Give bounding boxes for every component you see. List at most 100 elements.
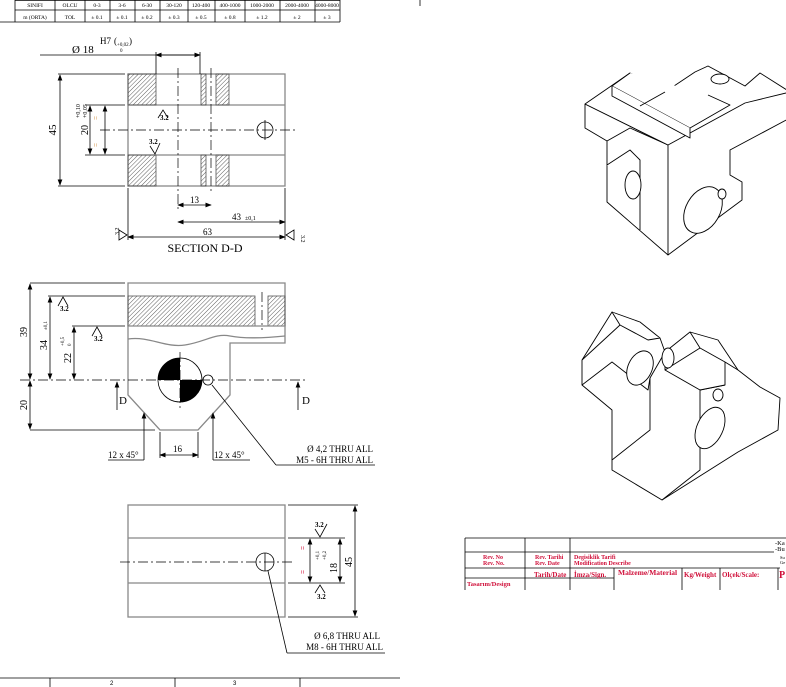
table-range: 6-30 — [142, 3, 152, 9]
zone-label: 2 — [110, 681, 114, 687]
dim-45: 45 — [344, 557, 355, 567]
fit-lower: 0 — [120, 49, 123, 54]
table-tol-label: TOL — [65, 15, 76, 21]
svg-text:(: ( — [114, 36, 117, 46]
weight-label: Kg/Weight — [684, 571, 717, 579]
section-marker-right: D — [302, 395, 310, 407]
dia-label: Ø 18 — [72, 44, 94, 56]
section-view: 45 20 +0,10 +0,05 = = Ø 18 H7 () +0,02 0… — [40, 36, 305, 255]
tol-upper: +0,10 — [76, 104, 82, 118]
section-marker-left: D — [119, 395, 127, 407]
table-range: 400-1000 — [219, 3, 240, 9]
table-value: ± 2 — [293, 15, 300, 21]
change-desc-label-en: Modification Describe — [574, 561, 631, 567]
dim-22-tol-upper: +0,5 — [61, 336, 66, 346]
table-value: ± 0.1 — [116, 15, 128, 21]
dim-20: 20 — [80, 125, 91, 135]
equal-mark: = — [299, 570, 307, 574]
dim-16: 16 — [173, 444, 183, 454]
rev-date-label: Rev. Tarihi — [535, 555, 564, 561]
table-value: ± 0.1 — [91, 15, 103, 21]
roughness-symbol: 3.2 — [314, 584, 326, 601]
dim-18: 18 — [329, 563, 340, 573]
bottom-view: 45 18 +0,1 +0,2 = = 3.2 3.2 Ø 6,8 THRU A… — [120, 504, 385, 654]
chamfer-left: 12 x 45° — [108, 450, 139, 460]
svg-text:): ) — [129, 36, 132, 46]
dim-43: 43 — [232, 212, 242, 222]
rev-no-label: Rev. No — [483, 555, 503, 561]
hole-note: Ø 6,8 THRU ALL — [314, 631, 380, 641]
dim-20: 20 — [19, 400, 30, 410]
isometric-view-top — [584, 65, 786, 256]
rev-no-label-en: Rev. No. — [483, 561, 505, 567]
dim-63: 63 — [203, 227, 213, 237]
table-range: 2000-4000 — [285, 3, 309, 9]
dim-18-tol-lower: +0,2 — [323, 550, 328, 560]
material-label: Malzeme/Material — [618, 568, 677, 577]
table-range: 120-400 — [192, 3, 211, 9]
front-view: 39 34 ±0,1 22 +0,5 0 20 3.2 3.2 D D 16 1… — [19, 282, 375, 466]
fit-upper: +0,02 — [117, 43, 129, 48]
table-value: ± 0.2 — [141, 15, 153, 21]
equal-mark: = — [92, 116, 100, 120]
dim-45: 45 — [47, 124, 59, 136]
tolerance-table: SINIFI OLCU 0-3 3-6 6-30 30-120 120-400 … — [0, 0, 421, 23]
roughness-value: 3.2 — [315, 521, 324, 529]
thread-note: M8 - 6H THRU ALL — [306, 642, 383, 652]
table-row-label: m (ORTA) — [23, 14, 47, 21]
table-range: 4000-8000 — [315, 3, 339, 9]
side-label: -Bu — [775, 546, 786, 553]
table-header-label: SINIFI — [27, 3, 43, 9]
rev-date-label-en: Rev. Date — [535, 561, 560, 567]
title-block: Rev. No Rev. No. Rev. Tarihi Rev. Date D… — [464, 537, 786, 590]
roughness-symbol: 3.2 — [57, 296, 69, 313]
tapped-hole-icon — [202, 374, 214, 386]
dim-34: 34 — [39, 340, 50, 350]
dim-22: 22 — [63, 353, 74, 363]
roughness-value: 3.2 — [317, 593, 326, 601]
zone-label: 3 — [233, 681, 237, 687]
roughness-symbol: 3.2 — [157, 109, 169, 122]
table-value: ± 3 — [323, 15, 330, 21]
corner-label: P — [779, 570, 785, 581]
dim-43-tol: ±0,1 — [245, 216, 256, 222]
dim-34-tol: ±0,1 — [44, 321, 49, 330]
chamfer-right: 12 x 45° — [214, 450, 245, 460]
roughness-value: 3.2 — [149, 138, 158, 146]
table-value: ± 0.8 — [224, 15, 236, 21]
fit-label: H7 — [100, 36, 111, 46]
sign-label: İmza/Sign. — [574, 571, 606, 579]
roughness-symbol: 3.2 — [149, 138, 161, 155]
change-desc-label: Degisiklik Tarifi — [574, 555, 616, 561]
table-value: ± 0.3 — [168, 15, 180, 21]
roughness-symbol: 3.2 — [314, 521, 328, 538]
table-range: 3-6 — [118, 3, 126, 9]
side-label: Su — [780, 555, 786, 560]
table-range: 30-120 — [166, 3, 182, 9]
date-label: Tarih/Date — [534, 571, 566, 579]
table-value: ± 1.2 — [256, 15, 268, 21]
tol-lower: +0,05 — [83, 104, 89, 118]
roughness-value: 3.2 — [94, 335, 103, 343]
table-value: ± 0.5 — [195, 15, 207, 21]
side-label: Ge — [780, 560, 785, 565]
roughness-symbol: 3.2 — [91, 326, 103, 343]
design-label: Tasarım/Design — [467, 581, 511, 588]
roughness-value: 3.2 — [115, 228, 121, 236]
roughness-value: 3.2 — [60, 305, 69, 313]
dim-13: 13 — [190, 195, 200, 205]
zone-strip: 2 3 — [0, 677, 400, 687]
isometric-view-bottom — [581, 311, 781, 501]
table-size-label: OLCU — [63, 3, 78, 9]
roughness-value: 3.2 — [299, 235, 305, 243]
table-range: 1000-2000 — [250, 3, 274, 9]
dim-22-tol-lower: 0 — [68, 343, 73, 346]
table-range: 0-3 — [93, 3, 101, 9]
dim-39: 39 — [19, 327, 30, 337]
hole-note: Ø 4,2 THRU ALL — [307, 444, 373, 454]
equal-mark: = — [92, 143, 100, 147]
section-title: SECTION D-D — [168, 241, 243, 255]
roughness-value: 3.2 — [160, 114, 169, 122]
side-label: -Ka — [775, 540, 785, 547]
